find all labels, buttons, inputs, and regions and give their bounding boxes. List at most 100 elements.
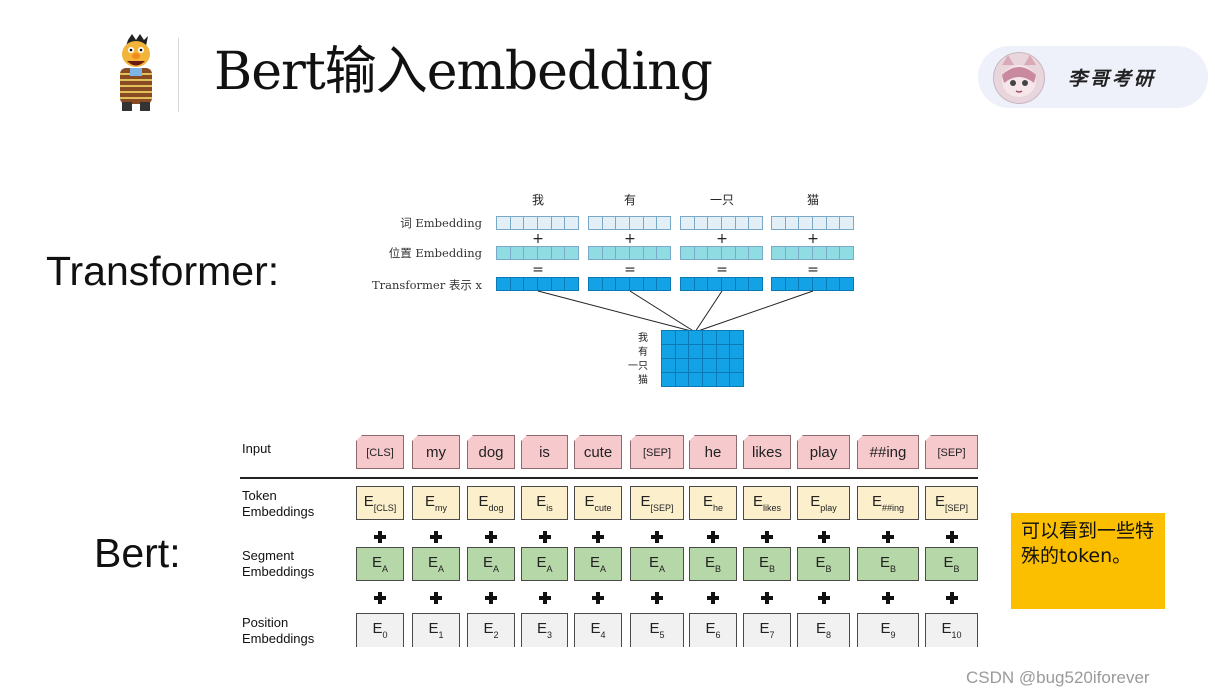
input-token: [CLS] [356, 435, 404, 469]
plus-icon [538, 530, 552, 544]
input-token: is [521, 435, 568, 469]
bert-input-divider [240, 477, 978, 479]
segment-embedding-box: EA [521, 547, 568, 581]
embedding-subscript: A [600, 564, 607, 574]
equal-operator: = [716, 262, 728, 278]
segment-embedding-box: EA [574, 547, 622, 581]
word-embedding-vector [680, 216, 764, 230]
embedding-subscript: 7 [769, 630, 775, 640]
position-embeddings-label: Position Embeddings [242, 615, 315, 646]
plus-operator: + [624, 231, 636, 247]
embedding-base: E [536, 620, 547, 637]
transformer-representation-label: Transformer 表示 x [371, 278, 482, 292]
embedding-subscript: A [546, 564, 553, 574]
transformer-word: 有 [623, 193, 636, 207]
embedding-base: E [815, 554, 826, 571]
token-embedding-box: Eplay [797, 486, 850, 520]
plus-icon [650, 591, 664, 605]
embedding-base: E [871, 493, 882, 510]
transformer-representation-vector [771, 277, 855, 291]
embedding-subscript: [SEP] [650, 503, 674, 513]
plus-icon [484, 530, 498, 544]
plus-icon [373, 530, 387, 544]
stacking-connector-lines [537, 290, 814, 333]
position-embedding-vector [588, 246, 672, 260]
position-embedding-box: E1 [412, 613, 460, 647]
equal-operator: = [807, 262, 819, 278]
embedding-base: E [536, 554, 547, 571]
token-embedding-box: E[SEP] [630, 486, 684, 520]
embedding-subscript: 3 [547, 630, 553, 640]
embedding-subscript: ##ing [881, 503, 905, 513]
transformer-word: 猫 [806, 193, 819, 207]
embedding-base: E [483, 620, 494, 637]
input-token: play [797, 435, 850, 469]
annotation-note: 可以看到一些特殊的token。 [1011, 513, 1165, 609]
embedding-base: E [880, 620, 891, 637]
position-embedding-box: E5 [630, 613, 684, 647]
plus-icon [945, 591, 959, 605]
word-embedding-vector [771, 216, 855, 230]
embedding-base: E [752, 493, 763, 510]
input-token: dog [467, 435, 515, 469]
embedding-base: E [758, 554, 769, 571]
plus-icon [881, 530, 895, 544]
embedding-subscript: 1 [438, 630, 444, 640]
position-embedding-vector [496, 246, 580, 260]
embedding-base: E [941, 620, 952, 637]
position-embedding-box: E6 [689, 613, 737, 647]
plus-icon [591, 591, 605, 605]
plus-operator: + [532, 231, 544, 247]
embedding-subscript: dog [488, 503, 504, 513]
position-embedding-box: E2 [467, 613, 515, 647]
embedding-subscript: likes [763, 503, 782, 513]
embedding-subscript: A [382, 564, 389, 574]
embedding-base: E [590, 620, 601, 637]
embedding-subscript: A [659, 564, 666, 574]
watermark: CSDN @bug520iforever [966, 668, 1150, 687]
segment-embedding-box: EB [797, 547, 850, 581]
embedding-base: E [536, 493, 547, 510]
embedding-base: E [934, 493, 945, 510]
equal-operator: = [532, 262, 544, 278]
position-embedding-box: E10 [925, 613, 978, 647]
equal-operator: = [624, 262, 636, 278]
position-embedding-box: E0 [356, 613, 404, 647]
transformer-representation-vector [680, 277, 764, 291]
bert-character-logo [108, 34, 164, 112]
embedding-subscript: he [713, 503, 724, 513]
input-row-label: Input [242, 441, 271, 456]
input-token: he [689, 435, 737, 469]
transformer-section-label: Transformer: [46, 248, 280, 294]
input-token: [SEP] [630, 435, 684, 469]
plus-icon [429, 591, 443, 605]
embedding-subscript: B [953, 564, 960, 574]
transformer-word: 一只 [709, 193, 734, 207]
segment-embedding-box: EA [412, 547, 460, 581]
plus-icon [945, 530, 959, 544]
bert-section-label: Bert: [94, 530, 181, 576]
embedding-subscript: play [820, 503, 837, 513]
sentence-matrix [661, 330, 744, 387]
embedding-subscript: B [769, 564, 776, 574]
token-embedding-box: E[SEP] [925, 486, 978, 520]
input-token: ##ing [857, 435, 919, 469]
embedding-base: E [943, 554, 954, 571]
embedding-subscript: 9 [890, 630, 896, 640]
plus-icon [881, 591, 895, 605]
embedding-base: E [428, 620, 439, 637]
embedding-subscript: cute [594, 503, 612, 513]
position-embedding-box: E4 [574, 613, 622, 647]
position-embedding-box: E8 [797, 613, 850, 647]
embedding-base: E [815, 620, 826, 637]
embedding-base: E [371, 554, 382, 571]
token-embeddings-label: Token Embeddings [242, 488, 315, 519]
input-token: likes [743, 435, 791, 469]
plus-operator: + [807, 231, 819, 247]
segment-embeddings-label: Segment Embeddings [242, 548, 315, 579]
plus-icon [650, 530, 664, 544]
token-embedding-box: Ehe [689, 486, 737, 520]
embedding-base: E [648, 554, 659, 571]
embedding-base: E [482, 554, 493, 571]
embedding-base: E [702, 493, 713, 510]
